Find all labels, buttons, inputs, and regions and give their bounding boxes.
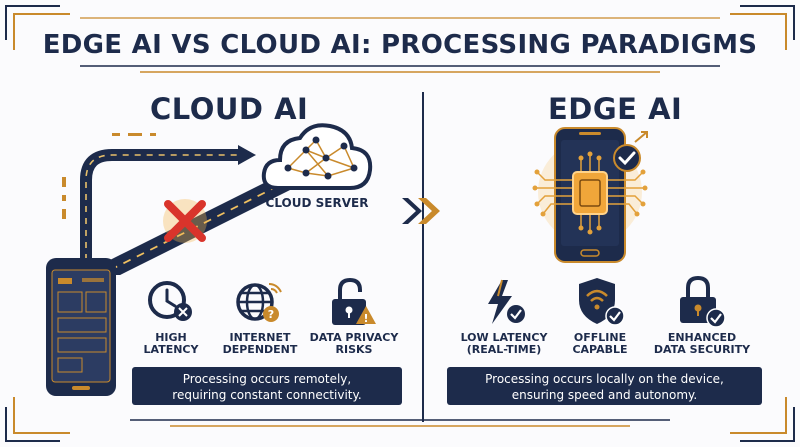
feature-line: LOW LATENCY [460, 331, 548, 344]
cloud-summary-box: Processing occurs remotely, requiring co… [132, 367, 402, 405]
feature-line: HIGH [155, 331, 187, 344]
summary-line: Processing occurs locally on the device, [485, 372, 724, 386]
page-title: EDGE AI VS CLOUD AI: PROCESSING PARADIGM… [42, 30, 758, 60]
locked-padlock-check-icon [680, 275, 726, 328]
feature-label-internet-dependent: INTERNET DEPENDENT [218, 332, 302, 356]
feature-label-data-privacy-risks: DATA PRIVACY RISKS [306, 332, 402, 356]
svg-text:!: ! [363, 312, 368, 325]
feature-line: LATENCY [143, 343, 199, 356]
shield-wifi-check-icon [579, 278, 625, 326]
chevron-right-icon [402, 198, 440, 224]
smartphone-icon [46, 258, 116, 396]
feature-line: RISKS [335, 343, 373, 356]
cloud-server-icon [261, 123, 373, 190]
globe-wifi-icon: ? [236, 283, 282, 322]
feature-label-high-latency: HIGH LATENCY [134, 332, 208, 356]
feature-line: OFFLINE [573, 331, 627, 344]
summary-line: Processing occurs remotely, [182, 372, 352, 386]
summary-line: ensuring speed and autonomy. [511, 388, 698, 402]
edge-device-chip-icon [532, 127, 648, 263]
summary-line: requiring constant connectivity. [172, 388, 362, 402]
svg-text:?: ? [268, 308, 274, 321]
feature-line: ENHANCED [667, 331, 737, 344]
unlocked-padlock-warning-icon: ! [332, 277, 376, 325]
lightning-check-icon [488, 279, 525, 324]
clock-x-icon [148, 281, 192, 321]
blocked-x-icon [163, 199, 207, 243]
section-divider [422, 92, 424, 422]
feature-label-low-latency: LOW LATENCY (REAL-TIME) [454, 332, 554, 356]
feature-line: DATA SECURITY [653, 343, 751, 356]
cloud-ai-heading: CLOUD AI [150, 92, 309, 126]
edge-summary-box: Processing occurs locally on the device,… [447, 367, 762, 405]
feature-line: INTERNET [229, 331, 291, 344]
feature-line: DATA PRIVACY [309, 331, 399, 344]
feature-line: (REAL-TIME) [466, 343, 542, 356]
data-path-road [62, 133, 295, 275]
edge-ai-heading: EDGE AI [548, 92, 683, 126]
feature-line: CAPABLE [572, 343, 628, 356]
feature-line: DEPENDENT [222, 343, 298, 356]
feature-label-enhanced-data-security: ENHANCED DATA SECURITY [648, 332, 756, 356]
feature-label-offline-capable: OFFLINE CAPABLE [560, 332, 640, 356]
cloud-server-label: CLOUD SERVER [265, 196, 369, 210]
